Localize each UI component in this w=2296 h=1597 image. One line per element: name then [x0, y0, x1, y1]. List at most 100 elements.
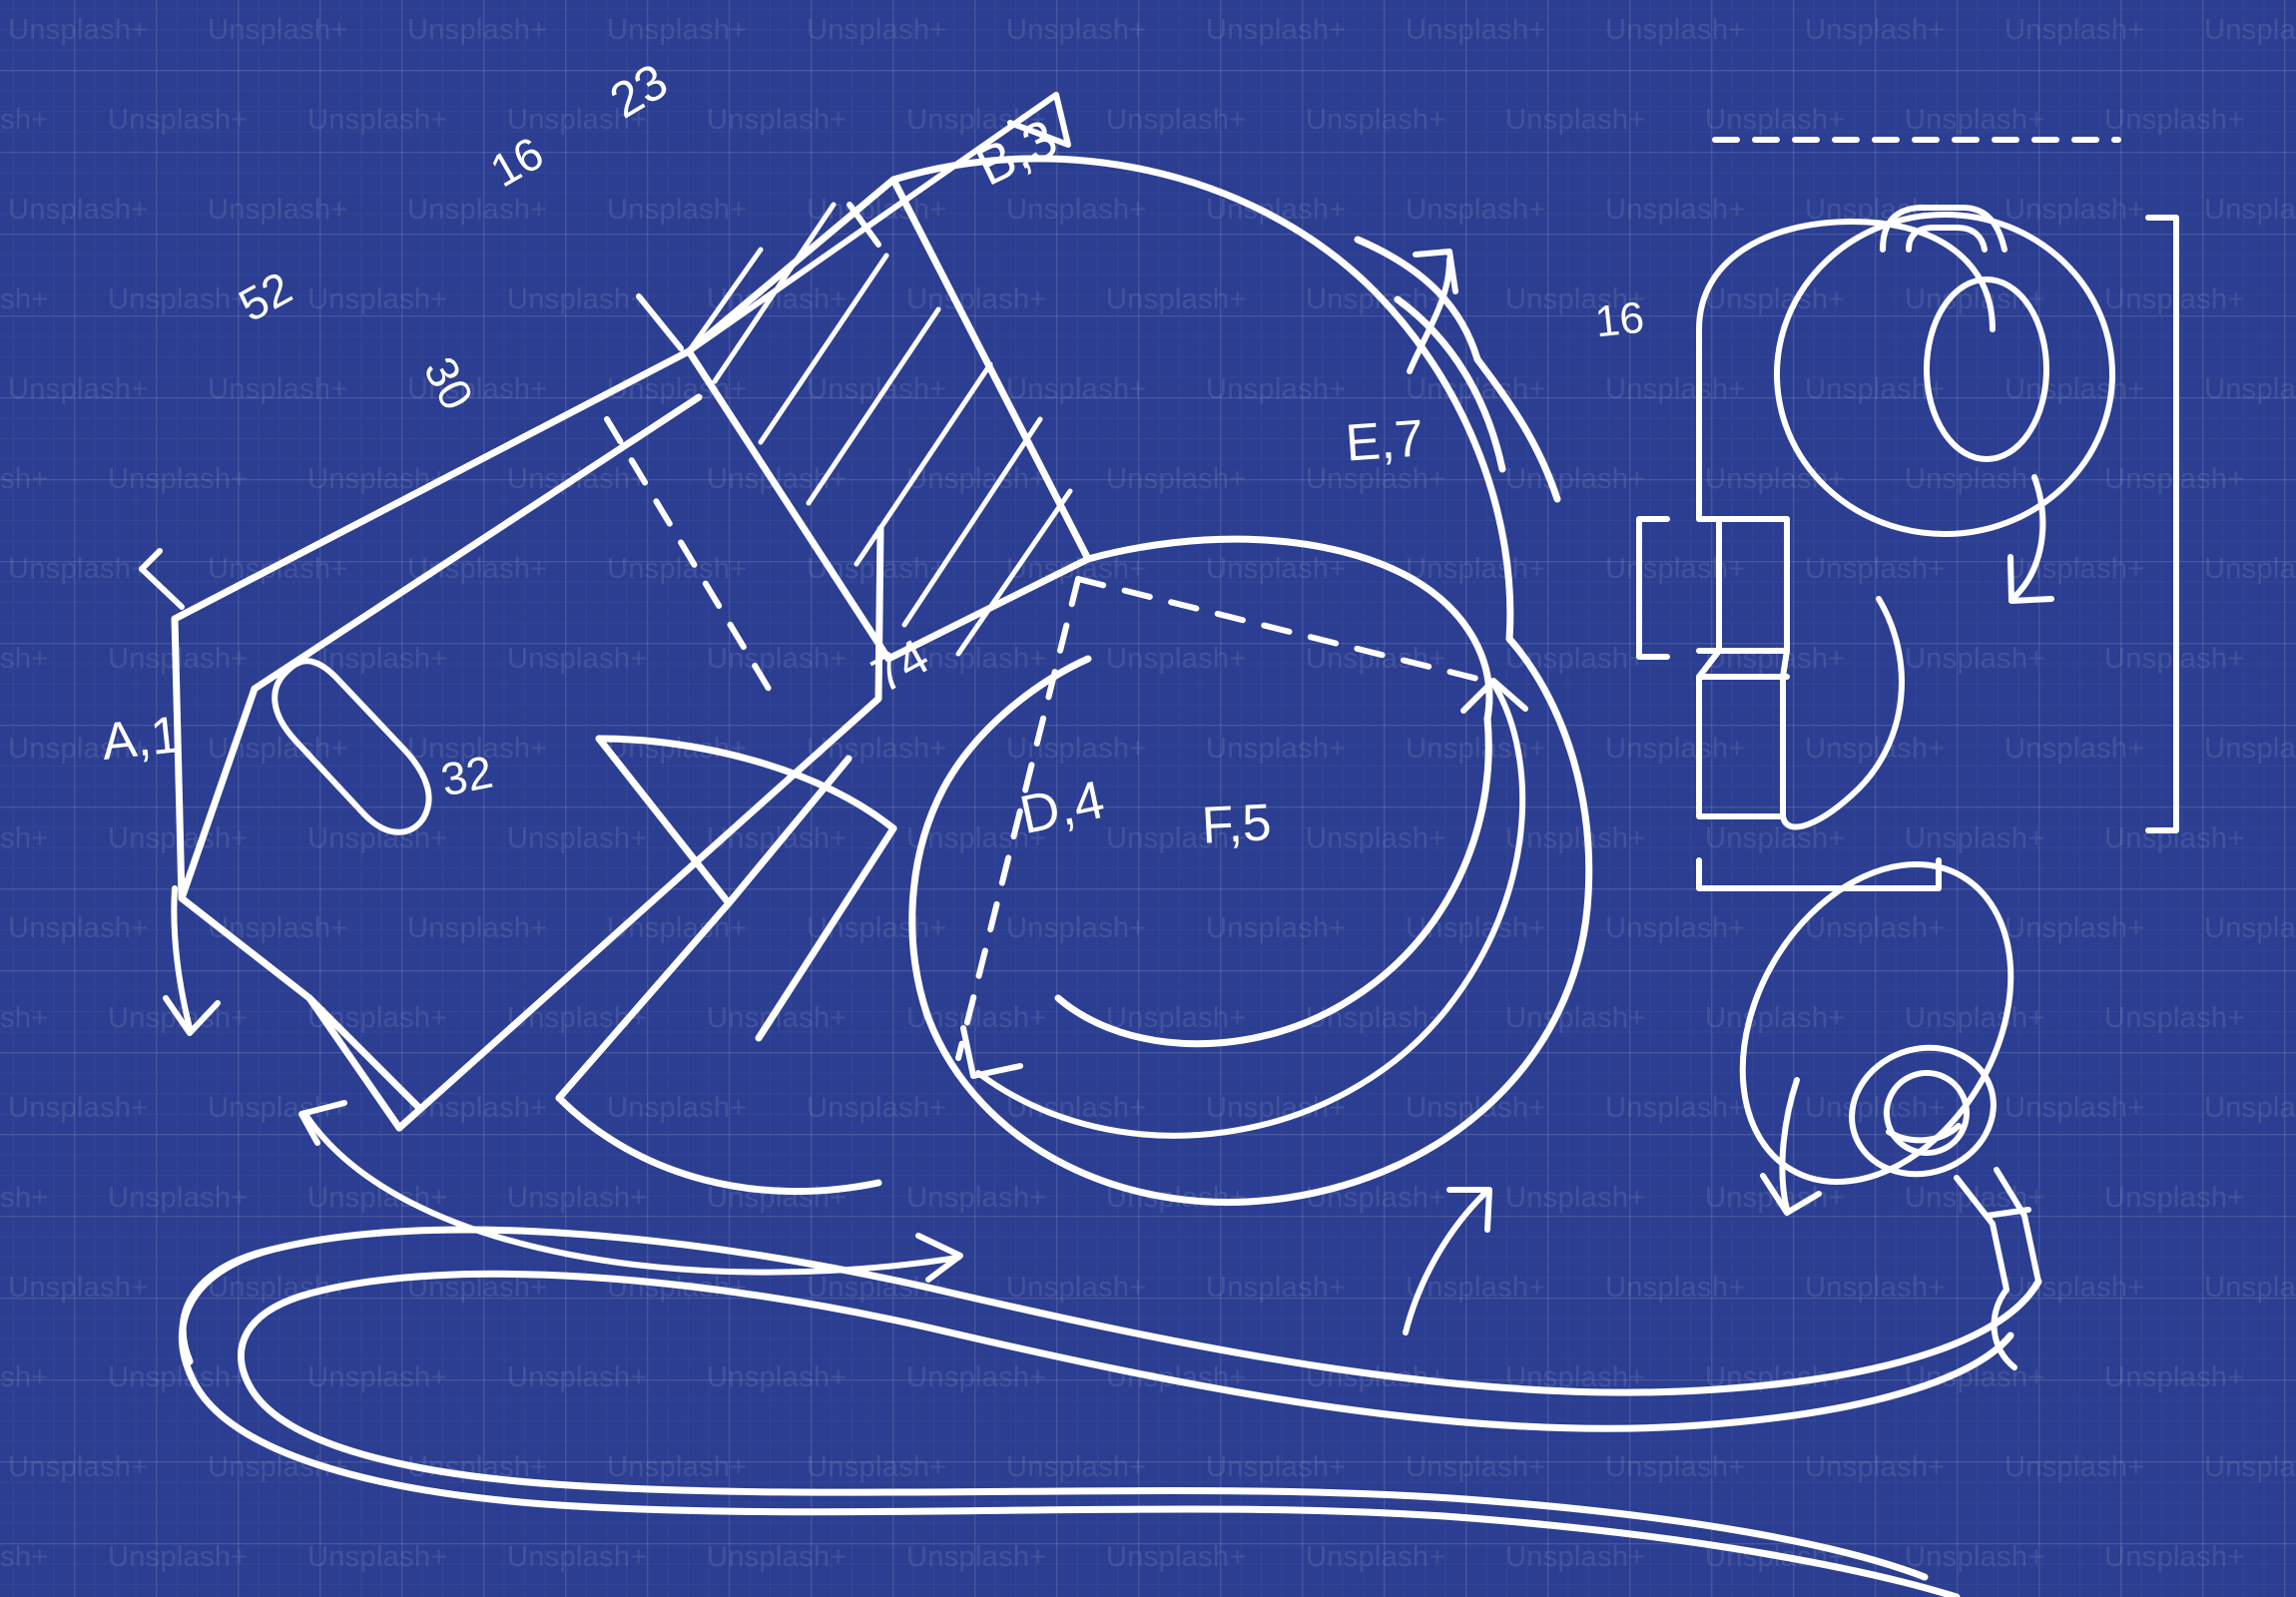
watermark: Unsplash+ — [1705, 283, 1846, 315]
watermark: Unsplash+ — [1206, 912, 1347, 944]
watermark: Unsplash+ — [8, 1451, 149, 1483]
watermark: Unsplash+ — [1206, 14, 1347, 46]
watermark: Unsplash+ — [507, 104, 648, 136]
watermark: Unsplash+ — [1505, 1182, 1646, 1214]
callout-f-arrow-head — [1760, 1173, 1822, 1216]
callout-label-a1: A,1 — [99, 706, 183, 772]
watermark: Unsplash+ — [906, 463, 1047, 495]
watermark: Unsplash+ — [307, 1541, 448, 1573]
watermark: Unsplash+ — [906, 1361, 1047, 1393]
watermark: Unsplash+ — [0, 1541, 49, 1573]
watermark: Unsplash+ — [407, 14, 548, 46]
mouthpiece-bottom-edge — [305, 994, 423, 1112]
watermark: Unsplash+ — [707, 643, 848, 675]
watermark: Unsplash+ — [108, 104, 249, 136]
watermark: Unsplash+ — [1006, 733, 1147, 765]
watermark: Unsplash+ — [1505, 283, 1646, 315]
lanyard-loop — [178, 1226, 2042, 1597]
callout-label-e7: E,7 — [1344, 409, 1426, 473]
lanyard-loop-cap — [179, 1246, 276, 1365]
watermark: Unsplash+ — [1605, 912, 1746, 944]
dim-32-arc — [301, 1110, 961, 1276]
hanger-loop-inner — [1906, 225, 1988, 253]
dim-16b-bracket — [1636, 516, 1670, 660]
hatch-line — [901, 416, 1043, 628]
watermark: Unsplash+ — [1805, 733, 1946, 765]
watermark: Unsplash+ — [2204, 194, 2296, 226]
watermark: Unsplash+ — [2204, 373, 2296, 405]
watermark: Unsplash+ — [407, 373, 548, 405]
watermark: Unsplash+ — [407, 194, 548, 226]
watermark: Unsplash+ — [1106, 463, 1247, 495]
watermark: Unsplash+ — [108, 283, 249, 315]
watermark: Unsplash+ — [1106, 822, 1247, 854]
watermark: Unsplash+ — [1006, 912, 1147, 944]
dim-74-arrow-right — [1460, 678, 1528, 714]
dim-52-tick — [139, 548, 163, 572]
watermark: Unsplash+ — [2005, 194, 2145, 226]
reference-line-30 — [604, 416, 772, 692]
watermark: Unsplash+ — [707, 104, 848, 136]
watermark: Unsplash+ — [1805, 553, 1946, 585]
watermark: Unsplash+ — [1206, 553, 1347, 585]
toggle-cord-knot — [1991, 1287, 2017, 1370]
watermark: Unsplash+ — [2104, 104, 2245, 136]
watermark: Unsplash+ — [507, 1182, 648, 1214]
watermark: Unsplash+ — [1905, 463, 2045, 495]
elevation-body-outline — [1696, 219, 1996, 522]
toggle-eyelet-tail — [1886, 1123, 1962, 1144]
watermark: Unsplash+ — [1206, 373, 1347, 405]
watermark: Unsplash+ — [1306, 1541, 1446, 1573]
hatch-line — [758, 253, 889, 445]
watermark: Unsplash+ — [1905, 1002, 2045, 1034]
watermark: Unsplash+ — [1605, 373, 1746, 405]
watermark: Unsplash+ — [1106, 283, 1247, 315]
watermark: Unsplash+ — [906, 643, 1047, 675]
watermark: Unsplash+ — [208, 14, 348, 46]
watermark: Unsplash+ — [906, 1541, 1047, 1573]
watermark: Unsplash+ — [8, 1092, 149, 1124]
dimension-label-32: 32 — [436, 745, 497, 806]
watermark: Unsplash+ — [1406, 1451, 1546, 1483]
watermark: Unsplash+ — [208, 373, 348, 405]
watermark: Unsplash+ — [2204, 1451, 2296, 1483]
toggle-shaft-right — [1994, 1167, 2041, 1285]
mouthpiece-slot — [272, 658, 432, 835]
watermark: Unsplash+ — [1905, 643, 2045, 675]
watermark: Unsplash+ — [1605, 1451, 1746, 1483]
watermark: Unsplash+ — [807, 1092, 947, 1124]
watermark: Unsplash+ — [1006, 14, 1147, 46]
reference-line-diagonal — [1075, 576, 1480, 682]
side-elevation-view — [1636, 137, 2179, 891]
callout-d-arrow-head — [1446, 1187, 1492, 1233]
watermark: Unsplash+ — [8, 373, 149, 405]
watermark: Unsplash+ — [2005, 1451, 2145, 1483]
watermark: Unsplash+ — [906, 1182, 1047, 1214]
watermark: Unsplash+ — [807, 14, 947, 46]
watermark: Unsplash+ — [2204, 1092, 2296, 1124]
toggle-shaft-joint — [1984, 1207, 2031, 1219]
watermark: Unsplash+ — [1006, 1092, 1147, 1124]
watermark: Unsplash+ — [1306, 822, 1446, 854]
barrel-flare-upper — [1354, 236, 1481, 363]
callout-f-arrow-shaft — [1779, 1077, 1800, 1213]
watermark: Unsplash+ — [0, 1002, 49, 1034]
watermark: Unsplash+ — [507, 1361, 648, 1393]
watermark: Unsplash+ — [108, 463, 249, 495]
whistle-chamber-left — [908, 655, 1092, 1022]
watermark: Unsplash+ — [407, 912, 548, 944]
watermark: Unsplash+ — [8, 912, 149, 944]
elevation-width-bracket — [1696, 857, 1942, 891]
watermark: Unsplash+ — [607, 1092, 748, 1124]
watermark: Unsplash+ — [208, 194, 348, 226]
watermark: Unsplash+ — [1905, 104, 2045, 136]
elevation-height-bracket — [2145, 215, 2179, 833]
watermark: Unsplash+ — [1805, 1272, 1946, 1304]
watermark: Unsplash+ — [607, 553, 748, 585]
watermark: Unsplash+ — [1505, 463, 1646, 495]
watermark: Unsplash+ — [108, 1361, 249, 1393]
watermark: Unsplash+ — [0, 643, 49, 675]
watermark: Unsplash+ — [1505, 1541, 1646, 1573]
